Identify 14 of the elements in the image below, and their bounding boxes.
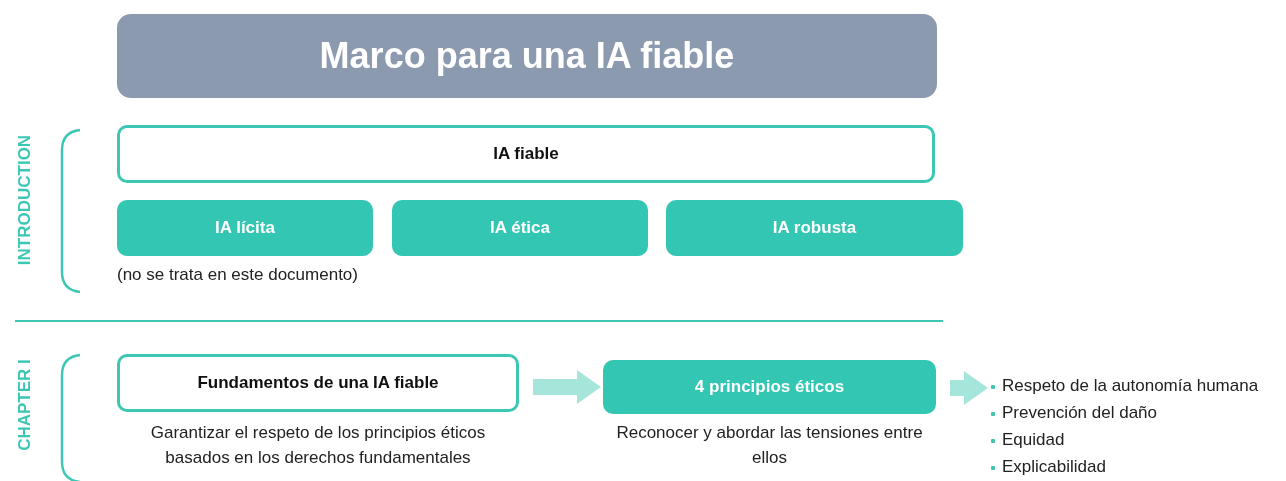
note-text: (no se trata en este documento) xyxy=(117,264,359,286)
filled-box: IA robusta xyxy=(666,200,963,256)
arrow xyxy=(533,370,601,404)
section-label: INTRODUCTION xyxy=(15,133,35,268)
note-text: Reconocer y abordar las tensiones entre ellos xyxy=(615,422,924,469)
filled-box: 4 principios éticos xyxy=(603,360,936,414)
title-banner: Marco para una IA fiable xyxy=(117,14,937,98)
note-text: Garantizar el respeto de los principios éticos basados en los derechos fundamentales xyxy=(149,422,487,469)
outlined-box: Fundamentos de una IA fiable xyxy=(117,354,519,412)
arrow xyxy=(950,371,988,405)
outlined-box: IA fiable xyxy=(117,125,935,183)
filled-box: IA ética xyxy=(392,200,648,256)
section-label: CHAPTER I xyxy=(15,358,35,453)
filled-box: IA lícita xyxy=(117,200,373,256)
